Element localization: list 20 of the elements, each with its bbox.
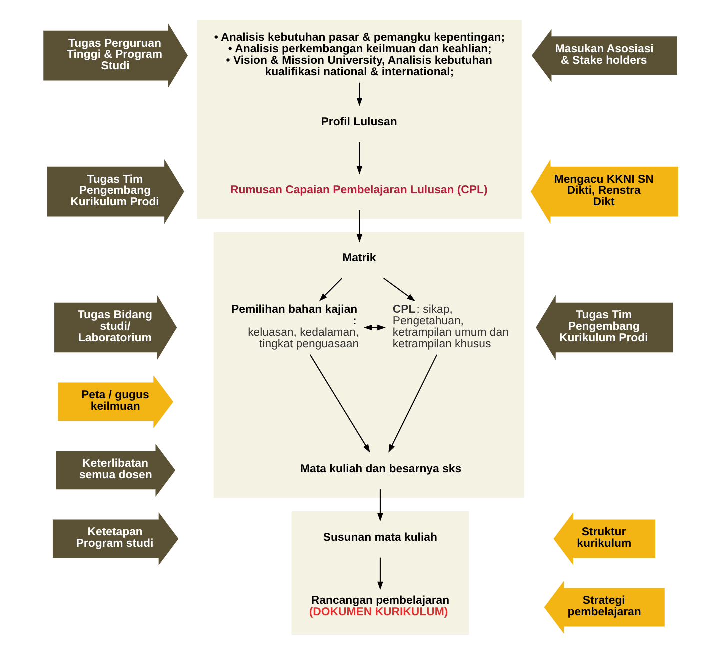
arrow — [378, 489, 384, 522]
cluster — [197, 20, 522, 220]
node-text: Susunan mata kuliah — [323, 532, 438, 544]
node-text: Pemilihan bahan kajian : keluasan, kedalaman, tingkat penguasaan — [232, 304, 360, 350]
arrow — [356, 142, 363, 175]
arrow — [364, 324, 386, 331]
arrow — [319, 278, 343, 302]
node-text: CPL: sikap, Pengetahuan, ketrampilan umum dan ketrampilan khusus — [392, 304, 509, 350]
node-text: Mata kuliah dan besarnya sks — [300, 463, 462, 476]
node-text: Profil Lulusan — [321, 116, 398, 129]
arrow — [356, 210, 363, 243]
node-text: Matrik — [342, 252, 376, 265]
arrow — [378, 558, 384, 590]
arrow — [384, 278, 416, 302]
arrow — [388, 354, 438, 453]
arrow — [310, 354, 370, 453]
arrow — [356, 82, 363, 106]
node-text: Rumusan Capaian Pembelajaran Lulusan (CPL) — [230, 184, 488, 197]
node-text: Rancangan pembelajaran (DOKUMEN KURIKULUM) — [309, 595, 450, 619]
node-text: • Analisis kebutuhan pasar & pemangku kepentingan; • Analisis perkembangan keilmuan dan keahlian; • Vision & Mission University, Analisis kebutuhan kualifikasi national & international; — [214, 32, 506, 78]
